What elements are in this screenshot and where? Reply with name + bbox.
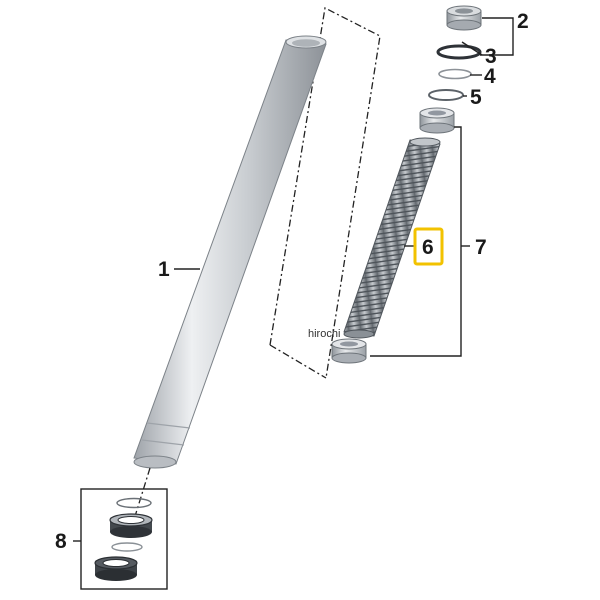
bracket-2-3 [461,17,514,56]
spring-upper-seat [419,107,455,134]
top-cap [446,5,482,31]
spring-lower-seat [331,338,367,364]
o-ring [436,44,482,60]
callout-3: 3 [485,45,497,68]
callout-8: 8 [55,530,67,553]
callout-7: 7 [475,236,487,259]
oil-seal [109,513,153,538]
watermark-text: hirochi [308,328,340,340]
callout-5: 5 [470,86,482,109]
callout-6: 6 [422,236,434,259]
callout-2: 2 [517,10,529,33]
seal-kit-box [80,488,168,590]
bracket-7 [370,126,470,357]
lower-seal [94,556,138,581]
group-bracket-dashed [269,7,381,379]
callout-4: 4 [484,65,496,88]
callout-1: 1 [158,258,170,281]
coil-spring [343,137,441,339]
fork-tube [133,35,327,469]
washer [428,89,464,101]
retaining-ring [438,68,472,80]
callout-6-highlight [413,227,444,266]
